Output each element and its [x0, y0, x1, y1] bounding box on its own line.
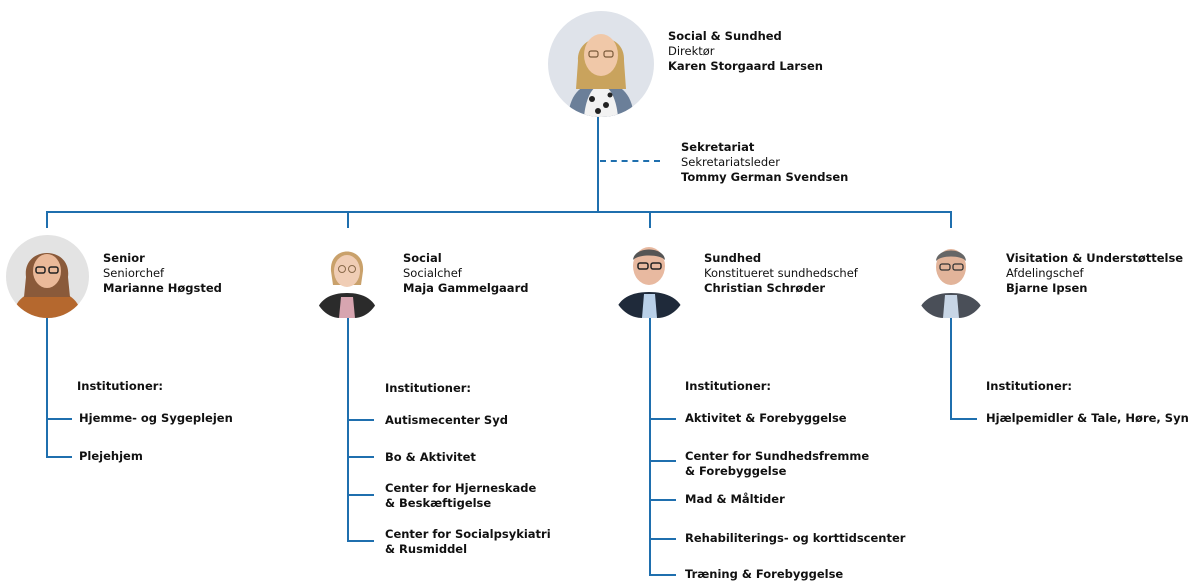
sundhed-institution[interactable]: Mad & Måltider: [685, 492, 785, 506]
social-tick: [347, 419, 374, 421]
sundhed-tick: [649, 418, 676, 420]
sundhed-institutions-label: Institutioner:: [685, 379, 772, 393]
social-info: Social Socialchef Maja Gammelgaard: [403, 251, 528, 296]
visitation-branch: [950, 318, 952, 420]
visitation-info: Visitation & Understøttelse Afdelingsche…: [1006, 251, 1183, 296]
drop-visitation: [950, 211, 952, 228]
director-name: Karen Storgaard Larsen: [668, 59, 823, 73]
sundhed-photo: [612, 232, 687, 318]
senior-dept: Senior: [103, 251, 145, 265]
senior-tick: [46, 456, 72, 458]
social-name: Maja Gammelgaard: [403, 281, 529, 295]
social-role: Socialchef: [403, 266, 462, 280]
sundhed-institution[interactable]: Træning & Forebyggelse: [685, 567, 844, 581]
sundhed-institution[interactable]: Rehabiliterings- og korttidscenter: [685, 531, 906, 545]
senior-branch: [46, 318, 48, 457]
social-tick: [347, 540, 374, 542]
trunk-line: [597, 117, 599, 212]
senior-name: Marianne Høgsted: [103, 281, 222, 295]
sundhed-tick: [649, 499, 676, 501]
social-tick: [347, 456, 374, 458]
visitation-institutions-label: Institutioner:: [986, 379, 1073, 393]
visitation-tick: [950, 418, 977, 420]
director-photo: [548, 11, 654, 117]
senior-institutions-label: Institutioner:: [77, 379, 164, 393]
visitation-dept: Visitation & Understøttelse: [1006, 251, 1184, 265]
sundhed-tick: [649, 538, 676, 540]
sundhed-role: Konstitueret sundhedschef: [704, 266, 858, 280]
social-institution[interactable]: Bo & Aktivitet: [385, 450, 476, 464]
social-tick: [347, 494, 374, 496]
senior-institution[interactable]: Hjemme- og Sygeplejen: [79, 411, 233, 425]
secretariat-info: Sekretariat Sekretariatsleder Tommy Germ…: [681, 140, 848, 185]
senior-role: Seniorchef: [103, 266, 165, 280]
visitation-name: Bjarne Ipsen: [1006, 281, 1088, 295]
sundhed-name: Christian Schrøder: [704, 281, 826, 295]
drop-sundhed: [649, 211, 651, 228]
sundhed-branch: [649, 318, 651, 575]
sundhed-info: Sundhed Konstitueret sundhedschef Christ…: [704, 251, 858, 296]
senior-institution[interactable]: Plejehjem: [79, 449, 143, 463]
secretariat-role: Sekretariatsleder: [681, 155, 780, 169]
secretariat-name: Tommy German Svendsen: [681, 170, 849, 184]
secretariat-connector: [600, 160, 660, 162]
director-info: Social & Sundhed Direktør Karen Storgaar…: [668, 29, 823, 74]
senior-photo: [6, 235, 89, 318]
sundhed-tick: [649, 574, 676, 576]
visitation-role: Afdelingschef: [1006, 266, 1084, 280]
social-dept: Social: [403, 251, 442, 265]
horizontal-bus: [46, 211, 951, 213]
social-institution[interactable]: Autismecenter Syd: [385, 413, 508, 427]
senior-tick: [46, 418, 72, 420]
sundhed-tick: [649, 460, 676, 462]
director-dept: Social & Sundhed: [668, 29, 782, 43]
senior-info: Senior Seniorchef Marianne Høgsted: [103, 251, 222, 296]
secretariat-dept: Sekretariat: [681, 140, 755, 154]
sundhed-dept: Sundhed: [704, 251, 762, 265]
director-role: Direktør: [668, 44, 715, 58]
social-branch: [347, 318, 349, 542]
social-institutions-label: Institutioner:: [385, 381, 472, 395]
visitation-photo: [915, 235, 987, 318]
sundhed-institution[interactable]: Center for Sundhedsfremme & Forebyggelse: [685, 449, 870, 478]
social-photo: [313, 235, 381, 318]
visitation-institution[interactable]: Hjælpemidler & Tale, Høre, Syn: [986, 411, 1189, 425]
sundhed-institution[interactable]: Aktivitet & Forebyggelse: [685, 411, 847, 425]
social-institution[interactable]: Center for Hjerneskade & Beskæftigelse: [385, 481, 537, 510]
drop-social: [347, 211, 349, 228]
drop-senior: [46, 211, 48, 228]
social-institution[interactable]: Center for Socialpsykiatri & Rusmiddel: [385, 527, 551, 556]
